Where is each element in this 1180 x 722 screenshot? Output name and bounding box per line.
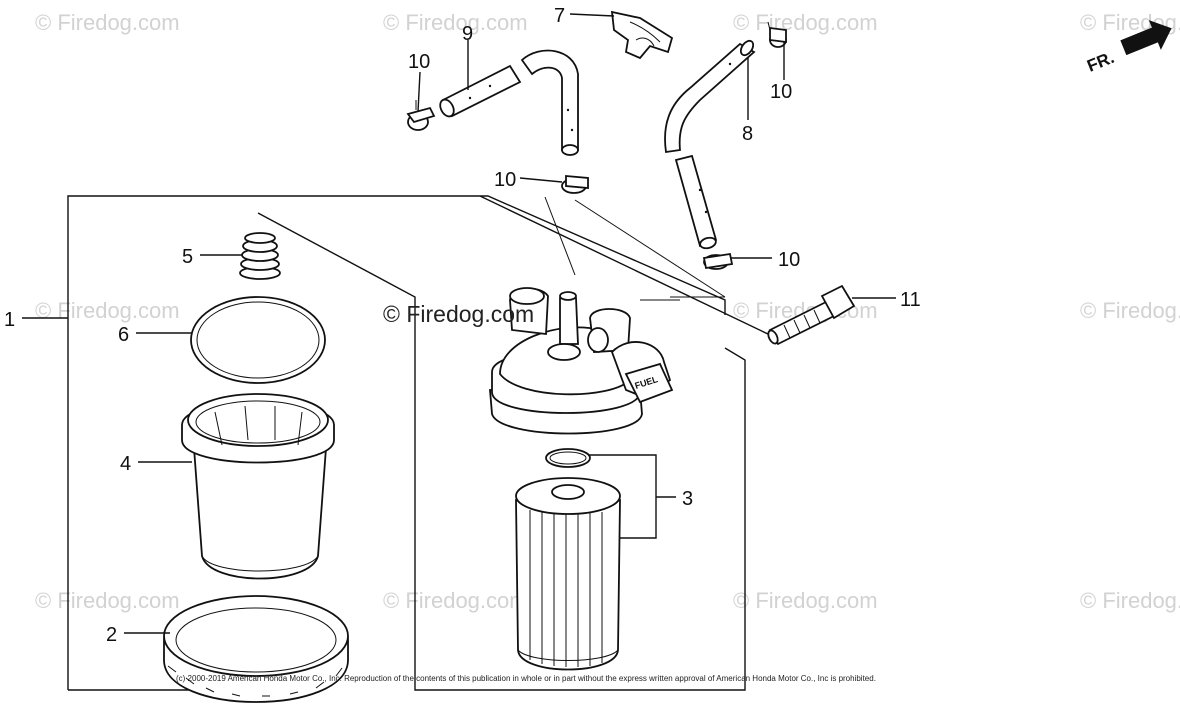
- watermark-text: © Firedog.com: [1080, 588, 1180, 613]
- callout-2: 2: [106, 624, 117, 646]
- watermark-text: © Firedog.com: [35, 10, 180, 35]
- watermark-text: © Firedog.com: [733, 10, 878, 35]
- watermark-text: © Firedog.com: [35, 588, 180, 613]
- callout-8: 8: [742, 123, 753, 145]
- leader-lines: [22, 13, 896, 634]
- filter-head: FUEL: [489, 287, 674, 435]
- part-10-tube-clip-b: [561, 175, 589, 194]
- callout-4: 4: [120, 453, 131, 475]
- part-7-hose-clip: [610, 10, 674, 60]
- part-2-ring-nut: [163, 595, 349, 703]
- watermark-text: © Firedog.com: [383, 10, 528, 35]
- callout-10-b: 10: [494, 169, 516, 191]
- part-10-tube-clip-c: [767, 21, 787, 48]
- callout-6: 6: [118, 324, 129, 346]
- callout-1: 1: [4, 309, 15, 331]
- part-4-filter-cup: [181, 393, 335, 580]
- part-10-tube-clip-a: [406, 100, 436, 131]
- part-5-spring: [239, 232, 281, 280]
- watermark-text: © Firedog.com: [1080, 298, 1180, 323]
- assembly-outline: [67, 195, 771, 691]
- part-9-fuel-tube: [439, 49, 579, 156]
- callout-10-a: 10: [408, 51, 430, 73]
- part-3-filter-element: [515, 448, 621, 671]
- watermark-text: © Firedog.com: [35, 298, 180, 323]
- part-11-bolt: [767, 284, 856, 346]
- front-indicator-label: FR.: [1084, 48, 1117, 76]
- part-8-fuel-tube: [664, 39, 756, 250]
- callout-10-c: 10: [770, 81, 792, 103]
- callout-9: 9: [462, 23, 473, 45]
- copyright-notice: (c) 2000-2019 American Honda Motor Co., …: [176, 674, 876, 683]
- callout-7: 7: [554, 5, 565, 27]
- callout-numbers: 1 2 3 4 5 6 7 8 9 10 10 10 10 11: [4, 5, 921, 646]
- part-10-tube-clip-d: [702, 252, 734, 270]
- watermark-layer: © Firedog.com © Firedog.com © Firedog.co…: [35, 10, 1180, 613]
- callout-5: 5: [182, 246, 193, 268]
- part-6-o-ring: [190, 296, 326, 384]
- callout-3: 3: [682, 488, 693, 510]
- callout-11: 11: [900, 289, 921, 311]
- watermark-text: © Firedog.com: [733, 588, 878, 613]
- watermark-text: © Firedog.com: [383, 588, 528, 613]
- callout-10-d: 10: [778, 249, 800, 271]
- watermark-text-prominent: © Firedog.com: [383, 301, 534, 327]
